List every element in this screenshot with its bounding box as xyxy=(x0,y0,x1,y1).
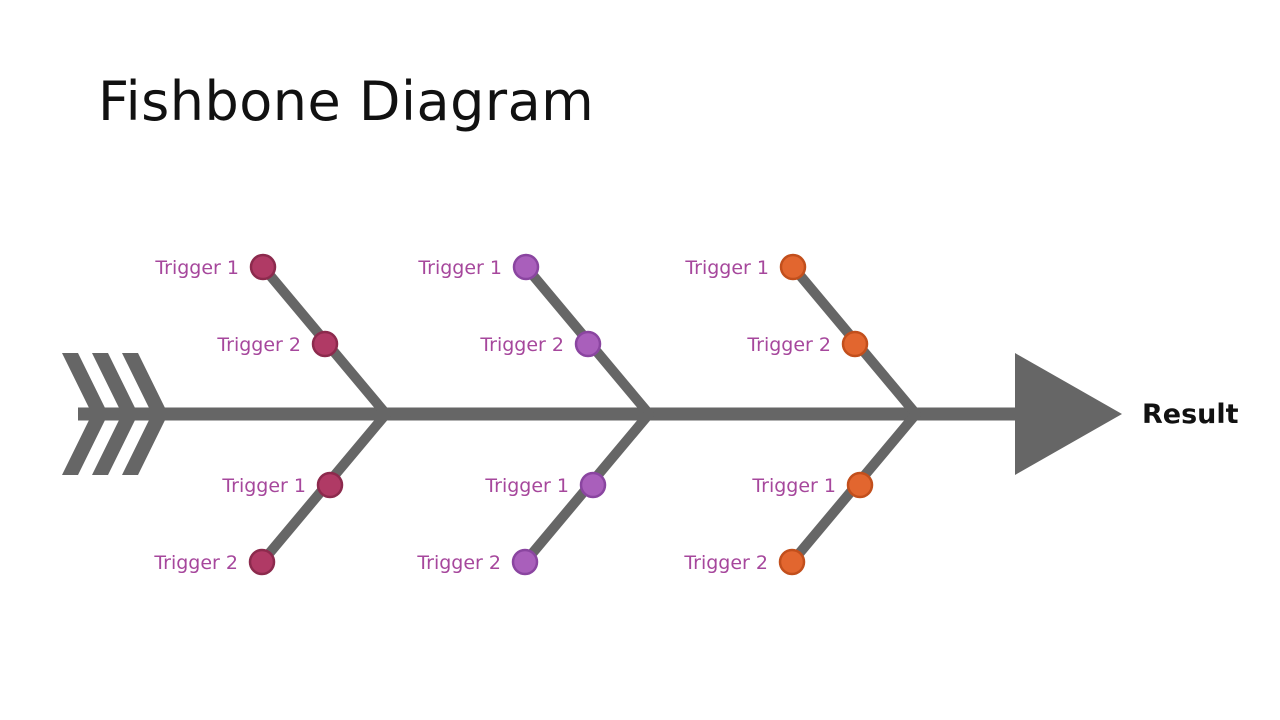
lower-trigger-label-1: Trigger 1 xyxy=(751,475,836,497)
upper-trigger-label-2: Trigger 2 xyxy=(479,334,564,356)
lower-trigger-label-2: Trigger 2 xyxy=(683,552,768,574)
upper-trigger-label-1: Trigger 1 xyxy=(684,257,769,279)
bone-group-1: Trigger 1 Trigger 2 Trigger 1 Trigger 2 xyxy=(153,253,391,576)
lower-trigger-node-2 xyxy=(778,548,806,576)
lower-trigger-label-1: Trigger 1 xyxy=(484,475,569,497)
lower-trigger-label-2: Trigger 2 xyxy=(416,552,501,574)
upper-trigger-label-1: Trigger 1 xyxy=(154,257,239,279)
upper-trigger-node-2 xyxy=(841,330,869,358)
lower-trigger-label-2: Trigger 2 xyxy=(153,552,238,574)
lower-trigger-node-2 xyxy=(248,548,276,576)
arrow-head xyxy=(1015,353,1122,475)
lower-trigger-node-1 xyxy=(846,471,874,499)
upper-trigger-label-2: Trigger 2 xyxy=(216,334,301,356)
result-label: Result xyxy=(1142,399,1239,430)
bone-group-3: Trigger 1 Trigger 2 Trigger 1 Trigger 2 xyxy=(683,253,921,576)
upper-trigger-label-2: Trigger 2 xyxy=(746,334,831,356)
upper-trigger-node-1 xyxy=(779,253,807,281)
lower-trigger-label-1: Trigger 1 xyxy=(221,475,306,497)
upper-trigger-node-2 xyxy=(574,330,602,358)
lower-trigger-node-1 xyxy=(579,471,607,499)
upper-trigger-label-1: Trigger 1 xyxy=(417,257,502,279)
lower-trigger-node-2 xyxy=(511,548,539,576)
upper-trigger-node-1 xyxy=(249,253,277,281)
page-title: Fishbone Diagram xyxy=(98,70,595,133)
lower-trigger-node-1 xyxy=(316,471,344,499)
upper-trigger-node-2 xyxy=(311,330,339,358)
upper-trigger-node-1 xyxy=(512,253,540,281)
bone-group-2: Trigger 1 Trigger 2 Trigger 1 Trigger 2 xyxy=(416,253,654,576)
